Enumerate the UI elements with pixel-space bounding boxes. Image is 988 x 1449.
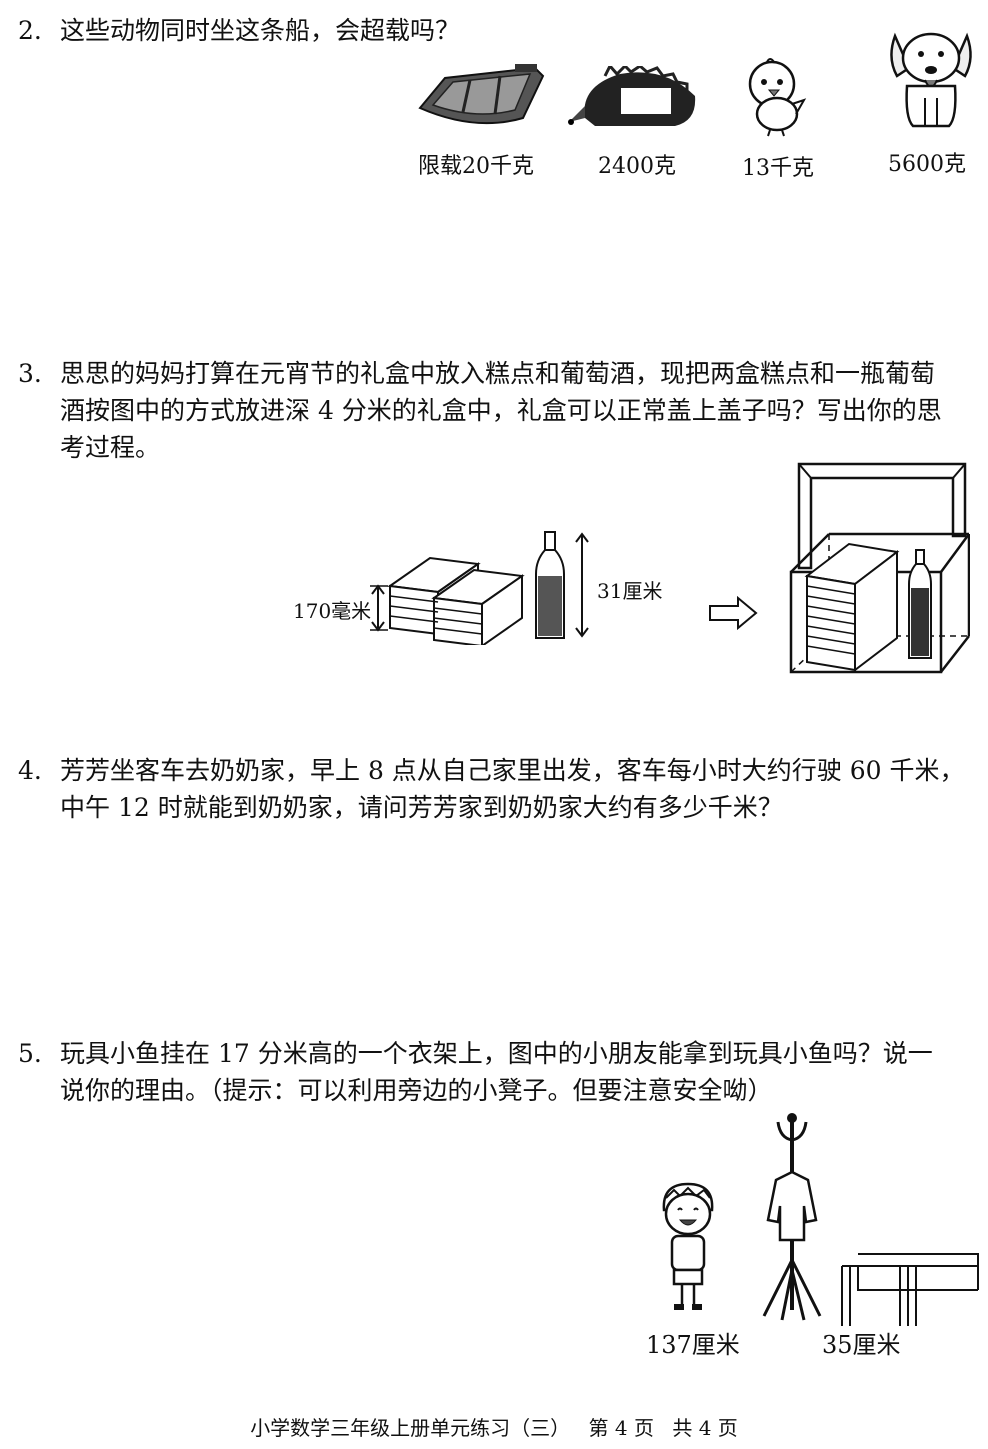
question-3: 3. 思思的妈妈打算在元宵节的礼盒中放入糕点和葡萄酒，现把两盒糕点和一瓶葡萄 酒按… bbox=[18, 355, 978, 466]
question-4: 4. 芳芳坐客车去奶奶家，早上 8 点从自己家里出发，客车每小时大约行驶 60 千… bbox=[18, 752, 978, 826]
bottle-height-label: 31厘米 bbox=[597, 579, 663, 603]
boat-icon bbox=[415, 60, 545, 135]
question-number: 4. bbox=[18, 756, 42, 785]
question-text: 这些动物同时坐这条船，会超载吗？ bbox=[60, 16, 461, 45]
question-text-line: 酒按图中的方式放进深 4 分米的礼盒中，礼盒可以正常盖上盖子吗？写出你的思 bbox=[60, 396, 942, 425]
chick-icon bbox=[742, 54, 807, 139]
footer-total-pages: 共 4 页 bbox=[672, 1416, 738, 1440]
cakes-and-wine-figure bbox=[360, 530, 600, 645]
question-number: 2. bbox=[18, 16, 42, 45]
question-2: 2. 这些动物同时坐这条船，会超载吗？ bbox=[18, 12, 978, 49]
child-height-label: 137厘米 bbox=[646, 1331, 740, 1359]
stool-icon bbox=[840, 1250, 985, 1330]
stool-height-label: 35厘米 bbox=[822, 1331, 901, 1359]
dog-weight-label: 5600克 bbox=[888, 152, 966, 177]
hedgehog-weight-label: 2400克 bbox=[598, 154, 676, 179]
question-text-line: 玩具小鱼挂在 17 分米高的一个衣架上，图中的小朋友能拿到玩具小鱼吗？说一 bbox=[60, 1039, 933, 1068]
boat-capacity-label: 限载20千克 bbox=[418, 154, 534, 179]
cake-height-label: 170毫米 bbox=[293, 599, 372, 623]
footer-title: 小学数学三年级上册单元练习（三） bbox=[250, 1416, 571, 1440]
dog-icon bbox=[885, 28, 977, 130]
question-text-line: 考过程。 bbox=[60, 433, 161, 462]
question-text-line: 思思的妈妈打算在元宵节的礼盒中放入糕点和葡萄酒，现把两盒糕点和一瓶葡萄 bbox=[60, 359, 936, 388]
footer-page-number: 第 4 页 bbox=[588, 1416, 654, 1440]
coat-rack-icon bbox=[752, 1110, 832, 1325]
question-number: 5. bbox=[18, 1039, 42, 1068]
question-5: 5.玩具小鱼挂在 17 分米高的一个衣架上，图中的小朋友能拿到玩具小鱼吗？说一 … bbox=[18, 1035, 978, 1109]
question-number: 3. bbox=[18, 359, 42, 388]
question-text-line: 中午 12 时就能到奶奶家，请问芳芳家到奶奶家大约有多少千米？ bbox=[60, 793, 783, 822]
arrow-right-icon bbox=[708, 596, 758, 630]
question-text-line: 说你的理由。（提示：可以利用旁边的小凳子。但要注意安全呦） bbox=[60, 1076, 773, 1105]
question-text-line: 芳芳坐客车去奶奶家，早上 8 点从自己家里出发，客车每小时大约行驶 60 千米， bbox=[60, 756, 965, 785]
hedgehog-icon bbox=[565, 66, 700, 131]
chick-weight-label: 13千克 bbox=[742, 156, 814, 181]
gift-box-figure bbox=[785, 460, 970, 680]
child-icon bbox=[652, 1180, 724, 1316]
page-footer: 小学数学三年级上册单元练习（三） 第 4 页 共 4 页 bbox=[0, 1412, 988, 1441]
